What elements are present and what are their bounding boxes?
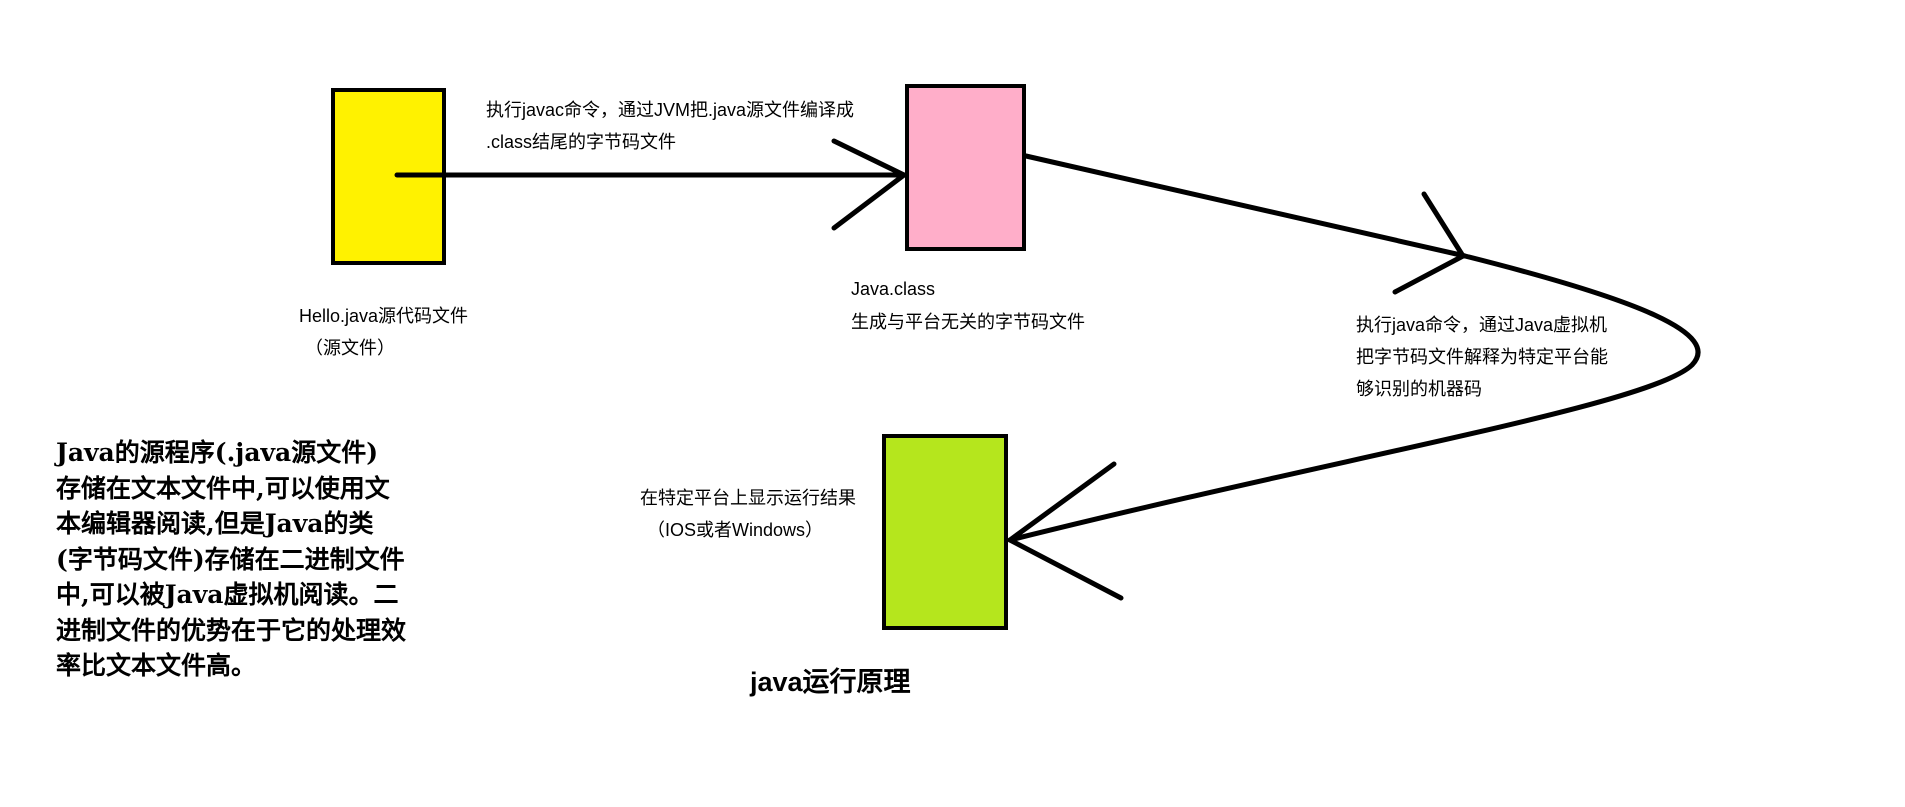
javac-note: 执行javac命令，通过JVM把.java源文件编译成 .class结尾的字节码… (486, 99, 854, 153)
execute-arrowhead-upper (1421, 191, 1466, 259)
diagram-title: java运行原理 (750, 667, 911, 697)
source-file-label: Hello.java源代码文件 （源文件） (299, 305, 468, 359)
execute-arrowhead-lower (1392, 253, 1466, 295)
paragraph-line: 中,可以被Java虚拟机阅读。二 (56, 580, 399, 609)
result-arrowhead-lower (1007, 537, 1124, 601)
compile-arrowhead-lower (831, 172, 907, 231)
result-label-line1: 在特定平台上显示运行结果 (640, 488, 856, 508)
result-box (882, 434, 1008, 630)
class-file-box (905, 84, 1026, 251)
javac-note-line1: 执行javac命令，通过JVM把.java源文件编译成 (486, 100, 855, 120)
source-file-label-line1: Hello.java源代码文件 (299, 306, 469, 326)
java-command-note-line2: 把字节码文件解释为特定平台能 (1356, 347, 1608, 367)
compile-arrowhead-upper (831, 138, 907, 178)
java-command-note-line1: 执行java命令，通过Java虚拟机 (1356, 315, 1608, 335)
source-file-label-line2: （源文件） (305, 338, 395, 358)
java-command-note: 执行java命令，通过Java虚拟机 把字节码文件解释为特定平台能 够识别的机器… (1356, 314, 1608, 400)
execute-arrow-curve (1007, 153, 1701, 543)
paragraph-line: 存储在文本文件中,可以使用文 (56, 473, 390, 503)
paragraph-line: 率比文本文件高。 (56, 651, 257, 680)
class-file-label-line2: 生成与平台无关的字节码文件 (851, 312, 1085, 332)
result-arrowhead-upper (1007, 461, 1117, 543)
paragraph-line: Java的源程序(.java源文件) (56, 438, 379, 467)
paragraph-line: 进制文件的优势在于它的处理效 (56, 615, 407, 645)
result-label: 在特定平台上显示运行结果 （IOS或者Windows） (640, 487, 856, 541)
javac-note-line2: .class结尾的字节码文件 (486, 132, 677, 152)
explanation-paragraph: Java的源程序(.java源文件) 存储在文本文件中,可以使用文 本编辑器阅读… (56, 435, 406, 684)
class-file-label-line1: Java.class (851, 279, 936, 299)
java-command-note-line3: 够识别的机器码 (1356, 379, 1482, 399)
paragraph-line: (字节码文件)存储在二进制文件 (56, 544, 405, 574)
paragraph-line: 本编辑器阅读,但是Java的类 (56, 509, 374, 538)
class-file-label: Java.class 生成与平台无关的字节码文件 (851, 278, 1085, 333)
result-label-line2: （IOS或者Windows） (647, 520, 824, 540)
